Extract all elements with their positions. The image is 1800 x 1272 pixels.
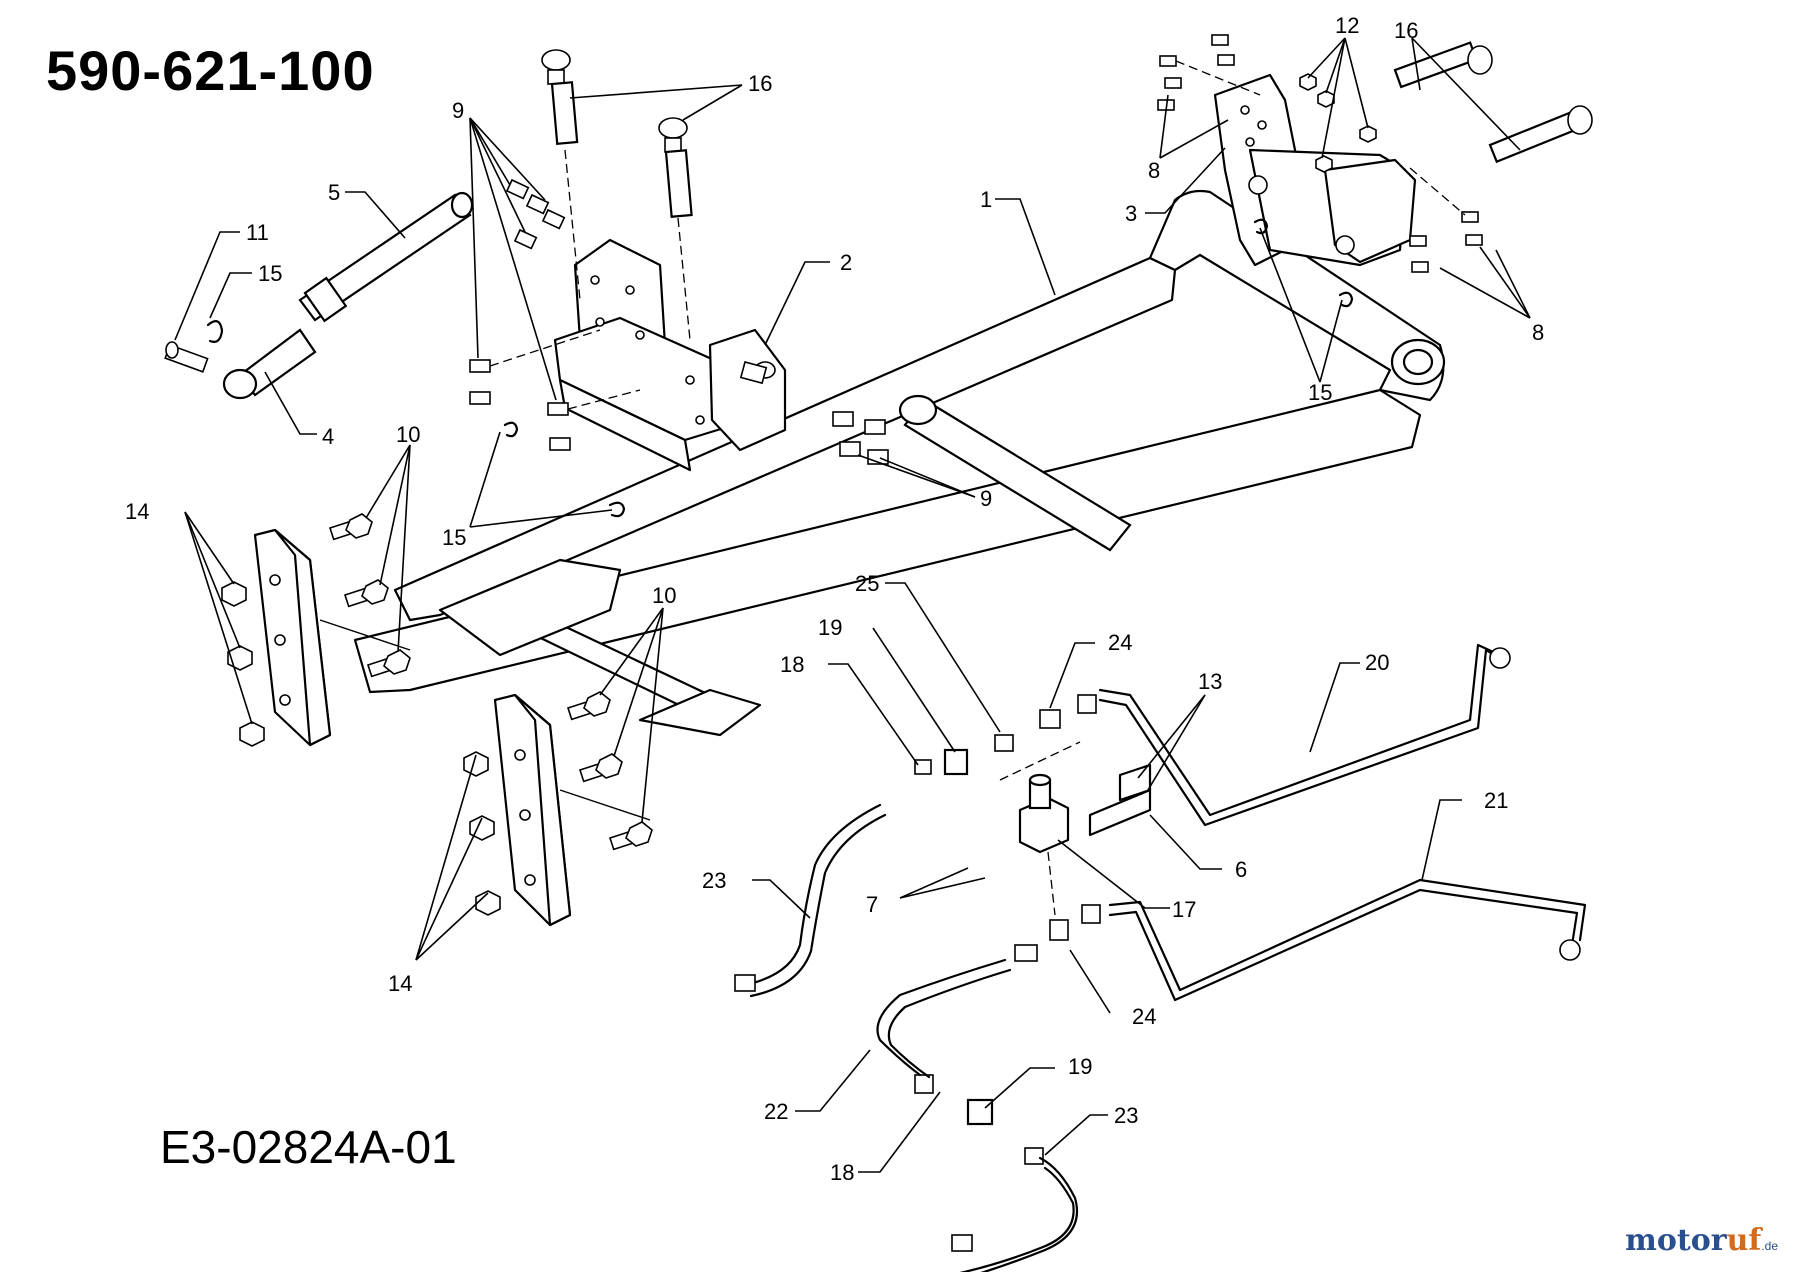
hex-bolts-10 [328, 513, 653, 851]
watermark-logo: motoruf.de [1625, 1223, 1778, 1258]
callout-13: 13 [1198, 669, 1222, 694]
callout-14-upper: 14 [125, 499, 149, 524]
callout-7: 7 [866, 892, 878, 917]
callout-15-left: 15 [258, 261, 282, 286]
callout-10-upper: 10 [396, 422, 420, 447]
lift-pins-right [1393, 41, 1593, 164]
callout-6: 6 [1235, 857, 1247, 882]
hydraulic-lines [734, 643, 1587, 1272]
watermark-accent: motor [1625, 1223, 1727, 1258]
callout-9-upper: 9 [452, 98, 464, 123]
callout-22: 22 [764, 1099, 788, 1124]
lift-cylinder [222, 191, 474, 400]
screws-9-right [832, 411, 889, 465]
leader-lines [174, 37, 1531, 1173]
callout-24-upper: 24 [1108, 630, 1132, 655]
callout-16-right: 16 [1394, 18, 1418, 43]
callout-24-lower: 24 [1132, 1004, 1156, 1029]
callout-23-lower: 23 [1114, 1103, 1138, 1128]
callout-9-lower: 9 [980, 486, 992, 511]
callout-1: 1 [980, 187, 992, 212]
callout-25: 25 [855, 571, 879, 596]
callout-4: 4 [322, 424, 334, 449]
bracket-6 [1088, 763, 1152, 837]
callout-16-left: 16 [748, 71, 772, 96]
callout-2: 2 [840, 250, 852, 275]
callout-20: 20 [1365, 650, 1389, 675]
callout-19-lower: 19 [1068, 1054, 1092, 1079]
callout-labels: 1 2 3 4 5 6 7 8 8 9 9 10 10 11 12 13 14 … [125, 13, 1544, 1185]
left-mount-plate-lower [493, 693, 651, 927]
callout-12: 12 [1335, 13, 1359, 38]
clevis-pin-11 [164, 320, 224, 373]
watermark-rest: uf [1726, 1223, 1762, 1258]
main-frame [353, 189, 1446, 737]
hydraulic-block-17 [999, 741, 1081, 916]
diagram-title: 590-621-100 [46, 39, 375, 102]
screws-9-left [469, 178, 641, 451]
callout-17: 17 [1172, 897, 1196, 922]
callout-8-lower: 8 [1532, 320, 1544, 345]
fittings-upper [914, 694, 1097, 776]
watermark-tld: .de [1761, 1239, 1778, 1253]
left-mount-plate-upper [253, 528, 411, 747]
callout-10-lower: 10 [652, 583, 676, 608]
callout-8-upper: 8 [1148, 158, 1160, 183]
callout-11: 11 [246, 220, 269, 245]
callout-19-upper: 19 [818, 615, 842, 640]
lift-bracket [553, 238, 787, 472]
callout-18-upper: 18 [780, 652, 804, 677]
callout-14-lower: 14 [388, 971, 412, 996]
callout-23-upper: 23 [702, 868, 726, 893]
callout-3: 3 [1125, 201, 1137, 226]
drawing-number: E3-02824A-01 [160, 1121, 457, 1173]
callout-21: 21 [1484, 788, 1508, 813]
callout-15-right: 15 [1308, 380, 1332, 405]
callout-15-lower: 15 [442, 525, 466, 550]
callout-5: 5 [328, 180, 340, 205]
fittings-lower [914, 904, 1101, 1165]
hitch-bracket-right [1213, 73, 1417, 267]
callout-18-lower: 18 [830, 1160, 854, 1185]
